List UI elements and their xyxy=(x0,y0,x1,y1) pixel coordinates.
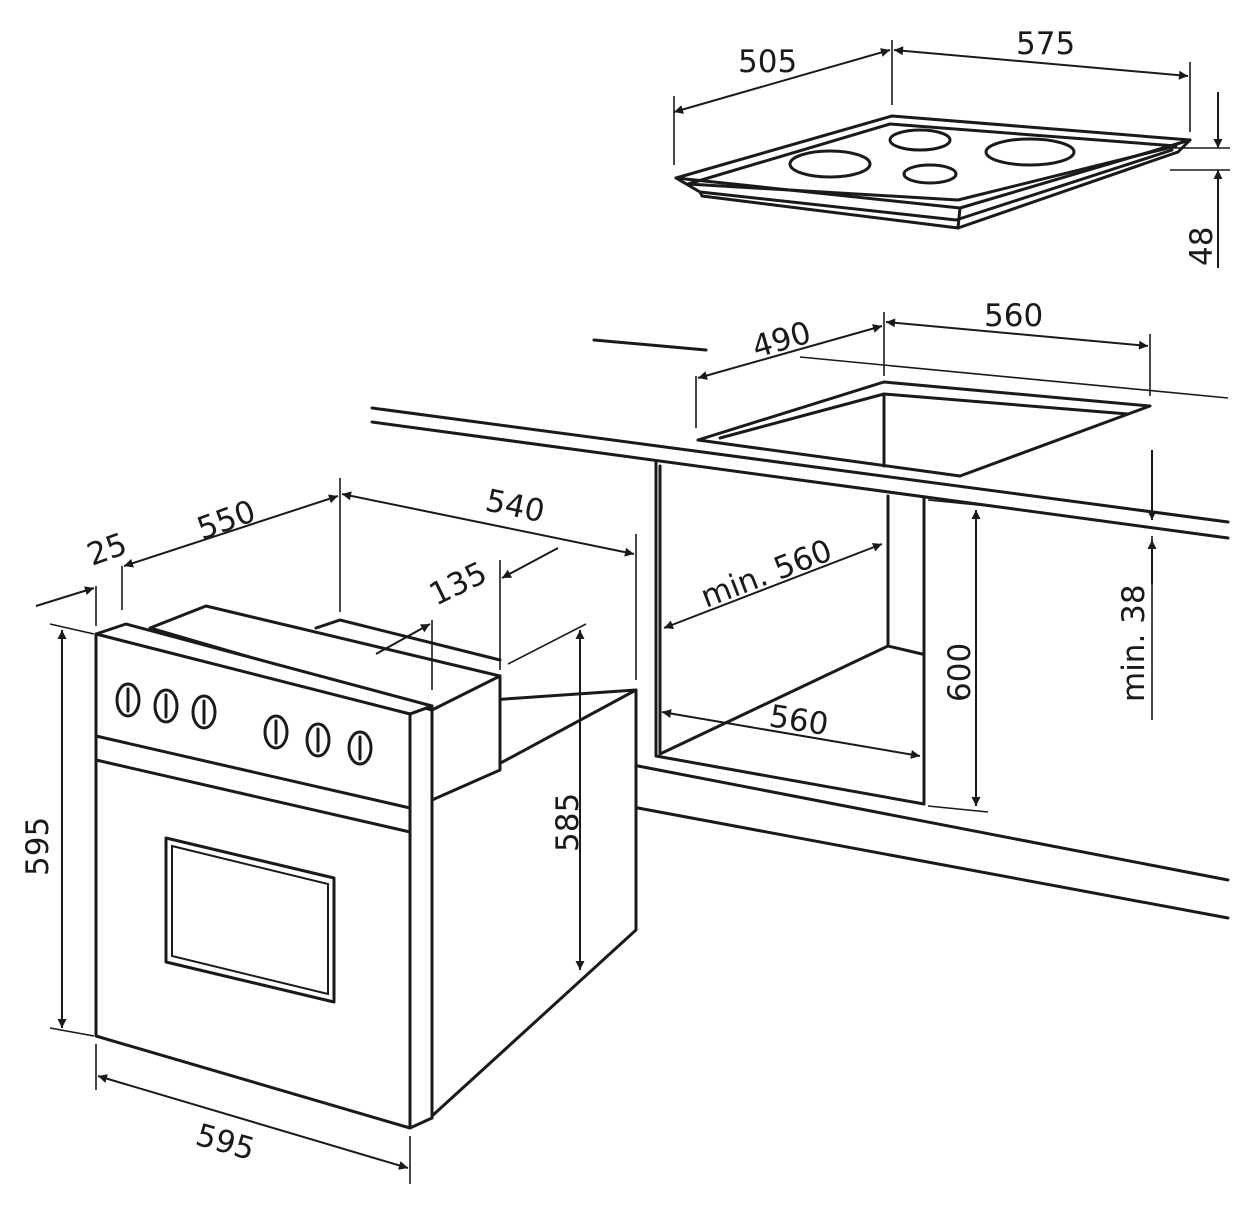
label-niche-depth: min. 560 xyxy=(696,533,837,616)
hob-burner-small-front xyxy=(902,163,958,185)
label-oven-width: 595 xyxy=(192,1117,259,1168)
label-oven-height: 595 xyxy=(20,817,56,876)
knob-4 xyxy=(263,714,289,750)
worktop-drawing xyxy=(370,338,1230,920)
label-oven-body-height: 585 xyxy=(550,793,586,852)
knob-1 xyxy=(115,682,141,718)
label-oven-panel-135: 135 xyxy=(424,555,493,613)
label-niche-height: 600 xyxy=(942,643,978,702)
hob-dimension-lines xyxy=(673,40,1230,268)
label-worktop-min: min. 38 xyxy=(1116,584,1152,702)
hob-drawing xyxy=(674,114,1192,230)
hob-burner-large-right xyxy=(984,137,1076,167)
label-hob-width: 575 xyxy=(1016,26,1075,62)
knob-5 xyxy=(305,722,331,758)
oven-dimension-lines xyxy=(35,478,637,1184)
label-oven-depth-540: 540 xyxy=(482,483,547,531)
knob-2 xyxy=(153,688,179,724)
label-hob-height: 48 xyxy=(1184,227,1220,266)
hob-burner-small-back xyxy=(888,128,952,152)
label-cutout-width: 560 xyxy=(984,298,1043,334)
label-niche-width: 560 xyxy=(767,698,831,743)
label-hob-depth: 505 xyxy=(738,44,797,80)
hob-burner-large-left xyxy=(788,149,872,179)
niche-dimension-lines xyxy=(661,312,1157,813)
label-oven-body-depth: 550 xyxy=(192,493,260,547)
knob-6 xyxy=(347,730,373,766)
oven-drawing xyxy=(94,604,638,1130)
knob-3 xyxy=(191,694,217,730)
oven-control-knobs xyxy=(115,682,373,766)
